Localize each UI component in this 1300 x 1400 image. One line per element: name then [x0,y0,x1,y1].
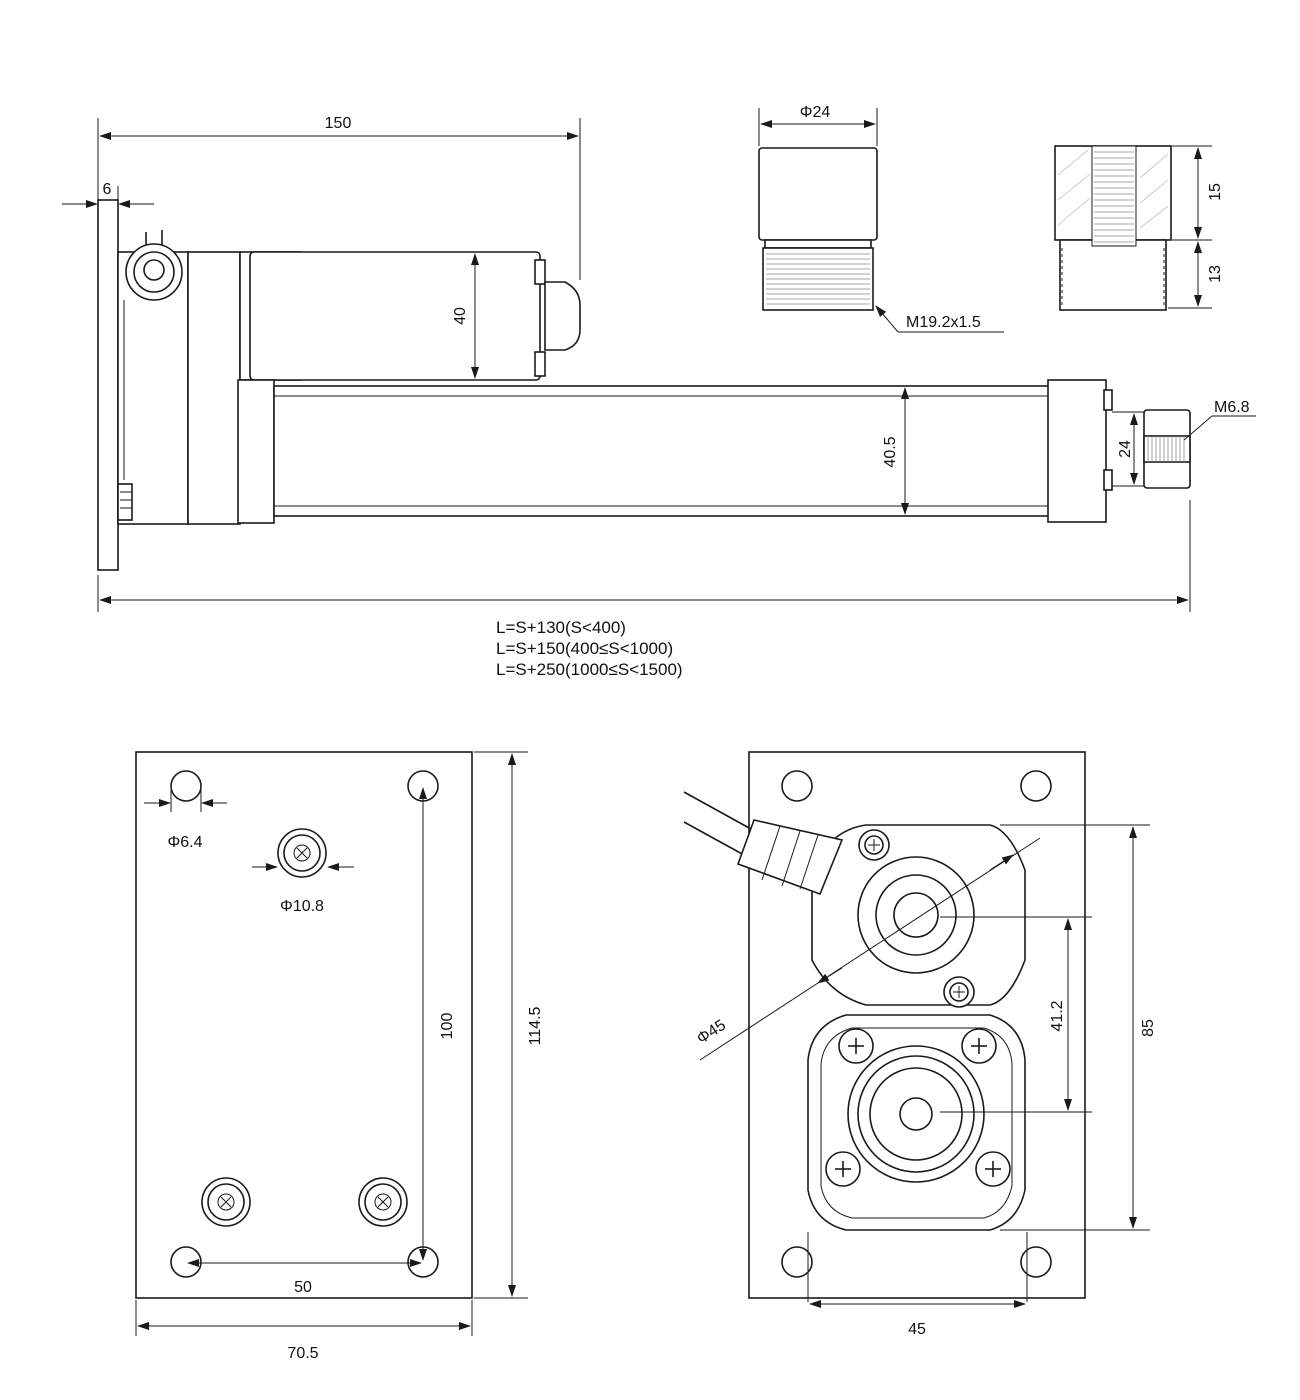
motor-screw-top [534,259,546,285]
dim-rod-end-width: 24 [1117,440,1134,458]
tube-end-block [1047,379,1107,523]
gearbox-screw-tr [961,1028,997,1064]
gearbox-screw-tl [838,1028,874,1064]
tube-front-collar [237,379,275,524]
adapter-thread-lines [766,253,870,305]
adapter-external-view: Φ24 M19.2x1.5 [758,104,1004,333]
adapter-section-hatch [1057,149,1169,229]
motor-end-cap [544,281,581,351]
mount-hole-top-left [170,770,202,802]
outer-tube [273,385,1051,517]
rod-end [1143,409,1191,489]
motor-boss-inner [893,892,939,938]
length-formula-3: L=S+250(1000≤S<1500) [496,660,683,679]
end-mount-hole-bottom-right [1020,1246,1052,1278]
motor-screw-upper [858,829,890,861]
cable-gland-end [683,791,844,896]
dim-body-width: 45 [908,1321,926,1338]
mounting-flange-side [97,199,119,571]
end-screw-bottom [1103,469,1113,491]
end-mount-hole-top-left [781,770,813,802]
motor-screw-lower [943,976,975,1008]
dim-hole-spacing-horizontal: 50 [294,1279,312,1296]
motor-screw-bottom [534,351,546,377]
dim-hole-spacing-vertical: 100 [439,1013,456,1040]
rod-end-thread-label: M6.8 [1214,399,1250,416]
side-view: 150 6 40 40.5 24 M6.8 L=S+130(S<400) L=S… [62,115,1256,679]
dim-flange-thickness: 6 [103,181,112,198]
gearbox-screw-br [975,1151,1011,1187]
cable-gland-side [125,229,183,301]
adapter-internal-thread [1094,151,1134,243]
dim-tube-height: 40.5 [882,436,899,467]
gearbox-latch [117,483,133,521]
dim-overall-150: 150 [325,115,352,132]
screw-head-diameter-label: Φ10.8 [280,898,324,915]
dim-plate-width: 70.5 [287,1345,318,1362]
end-mount-hole-bottom-left [781,1246,813,1278]
dim-motor-height: 40 [452,307,469,325]
gearbox-screw-bl [825,1151,861,1187]
adapter-section-view: 15 13 [1054,145,1224,311]
hole-diameter-label: Φ6.4 [167,834,202,851]
screw-head-top [277,828,327,878]
gearbox-cover [187,251,241,525]
screw-head-bottom-right [358,1177,408,1227]
mount-hole-bottom-left [170,1246,202,1278]
end-view: Φ45 41.2 85 45 [683,751,1157,1338]
end-screw-top [1103,389,1113,411]
end-mount-hole-top-right [1020,770,1052,802]
adapter-lower-height: 13 [1207,265,1224,283]
motor-diameter-label: Φ45 [694,1017,729,1048]
rod-center [899,1097,933,1131]
motor-body [249,251,541,381]
flange-view: Φ6.4 Φ10.8 100 114.5 50 70.5 [135,751,544,1362]
length-formula-2: L=S+150(400≤S<1000) [496,639,673,658]
adapter-upper-height: 15 [1207,183,1224,201]
dim-plate-height: 114.5 [527,1006,544,1045]
adapter-thread-spec: M19.2x1.5 [906,314,981,331]
adapter-diameter-label: Φ24 [800,104,831,121]
dim-body-height: 85 [1140,1019,1157,1037]
dim-center-distance: 41.2 [1049,1000,1066,1031]
length-formula-1: L=S+130(S<400) [496,618,626,637]
screw-head-bottom-left [201,1177,251,1227]
